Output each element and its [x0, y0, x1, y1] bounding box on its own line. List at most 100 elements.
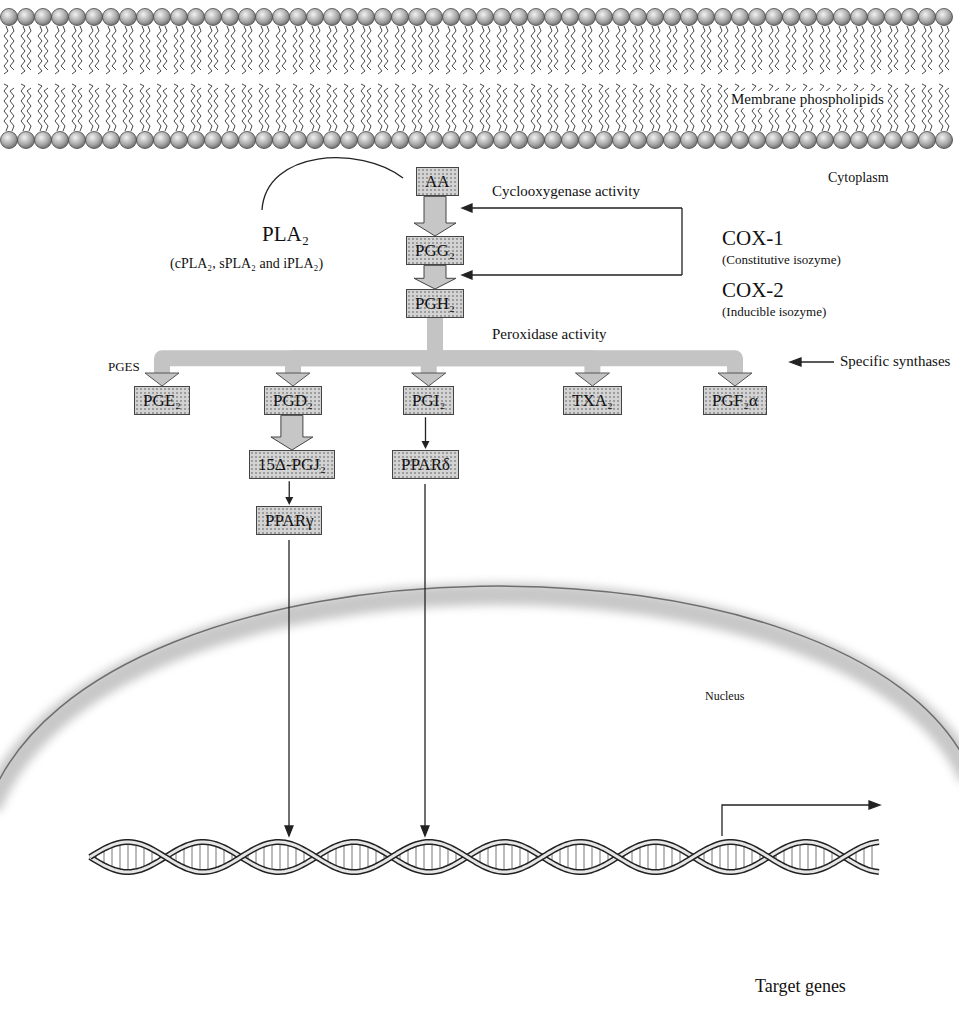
lipid-tail — [44, 88, 48, 131]
compound-name: PGI₂ — [412, 390, 445, 411]
lipid-head — [103, 132, 120, 149]
lipid-head — [358, 9, 375, 26]
lipid-tail — [769, 26, 773, 74]
base-pair — [208, 842, 209, 871]
lipid-head — [409, 132, 426, 149]
compound-name: PGG₂ — [415, 240, 455, 261]
base-pair — [360, 843, 361, 872]
lipid-tail — [225, 26, 229, 74]
lipid-head — [188, 132, 205, 149]
lipid-head — [1, 9, 18, 26]
lipid-head — [52, 132, 69, 149]
lipid-tail — [316, 88, 320, 131]
lipid-tail — [673, 26, 677, 70]
lipid-tail — [418, 26, 422, 70]
lipid-head — [902, 9, 919, 26]
lipid-tail — [650, 26, 654, 74]
lipid-tail — [242, 26, 246, 74]
lipid-tail — [174, 84, 178, 131]
lipid-head — [562, 132, 579, 149]
lipid-tail — [548, 26, 552, 74]
lipid-tail — [571, 88, 575, 131]
lipid-head — [936, 9, 953, 26]
lipid-tail — [435, 88, 439, 131]
lipid-head — [120, 9, 137, 26]
base-pair — [200, 842, 201, 872]
lipid-tail — [10, 88, 14, 131]
lipid-tail — [599, 84, 603, 131]
lipid-tail — [350, 26, 354, 70]
base-pair — [656, 842, 657, 872]
lipid-tail — [599, 26, 603, 74]
lipid-tail — [316, 26, 320, 70]
lipid-head — [511, 9, 528, 26]
lipid-tail — [174, 26, 178, 74]
lipid-tail — [259, 84, 263, 131]
lipid-head — [698, 132, 715, 149]
lipid-tail — [299, 26, 303, 70]
lipid-head — [919, 132, 936, 149]
lipid-tail — [146, 26, 150, 70]
region-label: Cytoplasm — [828, 170, 889, 186]
lipid-tail — [446, 84, 450, 131]
lipid-tail — [820, 26, 824, 74]
lipid-tail — [265, 88, 269, 131]
lipid-tail — [123, 26, 127, 74]
cox-bracket — [462, 204, 682, 279]
lipid-head — [732, 132, 749, 149]
lipid-tail — [707, 88, 711, 131]
lipid-tail — [741, 26, 745, 70]
base-pair — [744, 844, 745, 870]
lipid-tail — [418, 88, 422, 131]
lipid-tail — [486, 26, 490, 70]
lipid-tail — [180, 26, 184, 70]
lipid-tail — [928, 26, 932, 70]
lipid-head — [358, 132, 375, 149]
lipid-tail — [197, 26, 201, 70]
lipid-tail — [259, 26, 263, 74]
lipid-head — [324, 132, 341, 149]
lipid-head — [477, 132, 494, 149]
lipid-tail — [4, 26, 8, 74]
lipid-tail — [401, 26, 405, 70]
lipid-tail — [378, 84, 382, 131]
block-arrow — [271, 415, 313, 450]
lipid-tail — [894, 26, 898, 70]
lipid-tail — [214, 26, 218, 70]
lipid-tail — [463, 26, 467, 74]
lipid-tail — [265, 26, 269, 70]
base-pair — [272, 843, 273, 872]
arrow-head — [145, 373, 179, 386]
lipid-head — [222, 132, 239, 149]
lipid-tail — [112, 88, 116, 131]
lipid-head — [494, 132, 511, 149]
lipid-head — [154, 9, 171, 26]
lipid-tail — [276, 26, 280, 74]
lipid-tail — [361, 26, 365, 74]
lipid-head — [239, 9, 256, 26]
lipid-head — [936, 132, 953, 149]
lipid-head — [800, 9, 817, 26]
lipid-tail — [412, 84, 416, 131]
compound-box: PGG₂ — [406, 236, 464, 265]
compound-box: PGF₂α — [703, 386, 767, 415]
pla2-arc — [262, 158, 403, 210]
arrow-head — [285, 497, 293, 505]
lipid-tail — [605, 26, 609, 70]
lipid-tail — [520, 26, 524, 70]
lipid-tail — [310, 84, 314, 131]
lipid-tail — [106, 26, 110, 74]
lipid-head — [630, 9, 647, 26]
lipid-tail — [95, 26, 99, 70]
lipid-tail — [843, 26, 847, 70]
lipid-tail — [412, 26, 416, 74]
enzyme-label: Specific synthases — [840, 353, 950, 370]
lipid-head — [511, 132, 528, 149]
lipid-tail — [803, 26, 807, 74]
lipid-head — [460, 132, 477, 149]
lipid-tail — [95, 88, 99, 131]
lipid-head — [69, 132, 86, 149]
compound-box: 15Δ-PGJ₂ — [249, 450, 335, 479]
lipid-tail — [333, 26, 337, 70]
